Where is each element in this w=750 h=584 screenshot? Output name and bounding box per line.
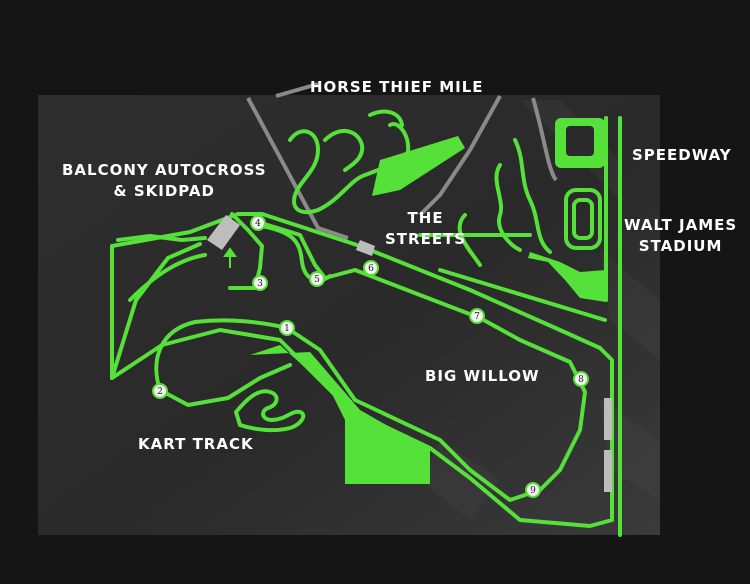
turn-marker-3: 3	[252, 275, 268, 291]
label-text: & SKIDPAD	[113, 182, 215, 200]
label-speedway: SPEEDWAY	[632, 145, 732, 166]
label-text: BALCONY AUTOCROSS	[62, 161, 267, 179]
turn-number: 2	[157, 387, 163, 397]
arrow-icon	[223, 247, 237, 268]
turn-marker-4: 4	[250, 215, 266, 231]
turn-number: 8	[578, 375, 584, 385]
label-text: HORSE THIEF MILE	[310, 78, 484, 96]
turn-number: 6	[368, 264, 374, 274]
label-balcony-autocross: BALCONY AUTOCROSS & SKIDPAD	[62, 160, 267, 202]
turn-marker-circle	[309, 271, 325, 287]
turn-marker-circle	[469, 308, 485, 324]
label-text: STADIUM	[638, 237, 723, 255]
track-circuits	[110, 109, 622, 537]
buildings	[207, 215, 612, 492]
label-text: SPEEDWAY	[632, 146, 732, 164]
turn-number: 4	[255, 219, 261, 229]
label-walt-james-stadium: WALT JAMES STADIUM	[624, 215, 737, 257]
turn-marker-circle	[279, 320, 295, 336]
label-text: KART TRACK	[138, 435, 254, 453]
label-kart-track: KART TRACK	[138, 434, 254, 455]
turn-marker-circle	[363, 260, 379, 276]
turn-marker-circle	[152, 383, 168, 399]
turn-number: 3	[257, 279, 263, 289]
turn-markers: 1 2 3 4 5 6 7 8 9	[152, 215, 589, 498]
turn-marker-9: 9	[525, 482, 541, 498]
turn-marker-circle	[252, 275, 268, 291]
label-text: BIG WILLOW	[425, 367, 540, 385]
turn-marker-circle	[573, 371, 589, 387]
turn-number: 1	[284, 324, 290, 334]
turn-number: 5	[314, 275, 320, 285]
label-text: STREETS	[385, 230, 467, 248]
turn-marker-2: 2	[152, 383, 168, 399]
turn-marker-circle	[250, 215, 266, 231]
turn-number: 9	[530, 486, 536, 496]
label-text: WALT JAMES	[624, 216, 738, 234]
turn-marker-circle	[525, 482, 541, 498]
turn-marker-8: 8	[573, 371, 589, 387]
access-roads	[246, 82, 558, 240]
label-horse-thief-mile: HORSE THIEF MILE	[310, 77, 484, 98]
label-text: THE	[407, 209, 444, 227]
turn-marker-1: 1	[279, 320, 295, 336]
label-big-willow: BIG WILLOW	[425, 366, 540, 387]
label-the-streets: THE STREETS	[385, 208, 466, 250]
turn-number: 7	[474, 312, 480, 322]
speedway-inner	[566, 126, 594, 156]
turn-marker-6: 6	[363, 260, 379, 276]
turn-marker-5: 5	[309, 271, 325, 287]
turn-marker-7: 7	[469, 308, 485, 324]
